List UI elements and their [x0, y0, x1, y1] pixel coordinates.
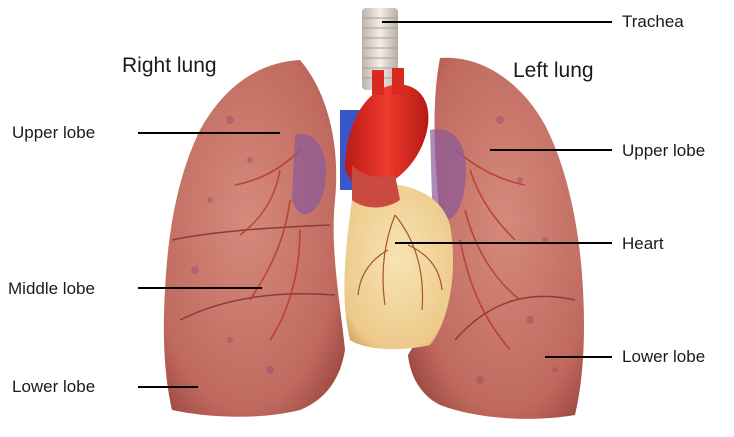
aorta-branch-1	[372, 70, 384, 95]
label-left-lower-lobe: Lower lobe	[622, 348, 705, 365]
label-heart: Heart	[622, 235, 664, 252]
label-left-upper-lobe: Upper lobe	[622, 142, 705, 159]
right-lung-heading: Right lung	[122, 55, 217, 76]
label-trachea: Trachea	[622, 13, 684, 30]
aorta-branch-2	[392, 68, 404, 95]
label-right-middle-lobe: Middle lobe	[8, 280, 95, 297]
label-right-lower-lobe: Lower lobe	[12, 378, 95, 395]
right-lung-shape	[164, 60, 345, 417]
label-right-upper-lobe: Upper lobe	[12, 124, 95, 141]
left-lung-heading: Left lung	[513, 60, 594, 81]
heart-shape	[344, 184, 453, 349]
